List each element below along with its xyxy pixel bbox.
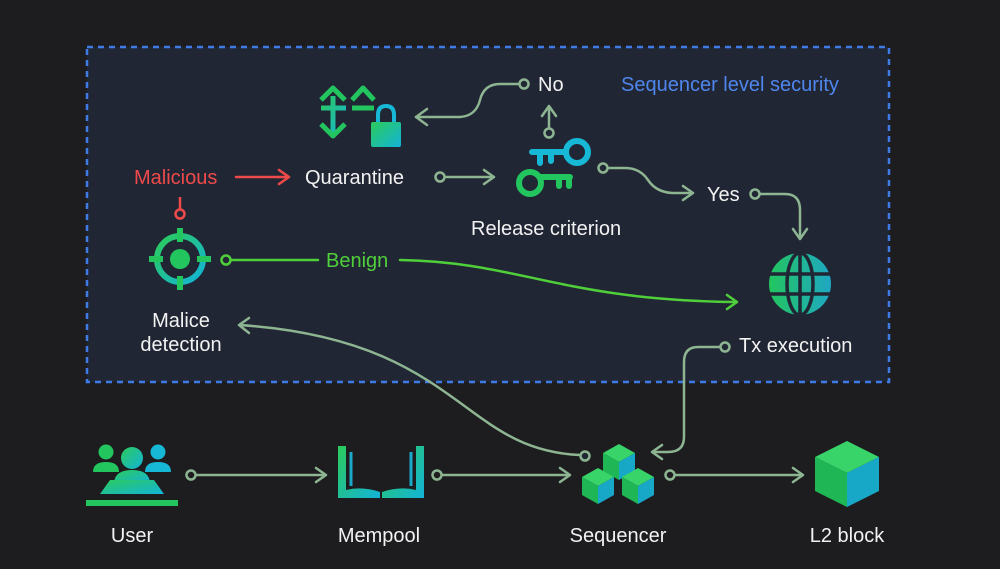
- label-user: User: [110, 525, 154, 547]
- label-no: No: [538, 74, 564, 96]
- arrow-no-to-quarantine: [414, 78, 530, 127]
- stacked-cubes-icon: [582, 444, 654, 504]
- arrow-release-to-no: [540, 104, 558, 139]
- arrow-tx-to-sequencer: [650, 341, 731, 461]
- crosshair-target-icon: [149, 228, 211, 290]
- arrow-yes-to-tx: [749, 188, 809, 241]
- arrow-mempool-to-sequencer: [431, 466, 572, 484]
- label-tx-execution: Tx execution: [739, 335, 853, 357]
- open-book-icon: [338, 446, 424, 498]
- label-l2-block: L2 block: [809, 525, 885, 547]
- connector-detection-to-malicious: [174, 197, 186, 220]
- label-malice-detection-line1: Malice: [152, 310, 210, 332]
- arrow-sequencer-to-detection: [237, 316, 591, 462]
- label-quarantine: Quarantine: [305, 167, 404, 189]
- arrows-lock-icon: [319, 85, 401, 147]
- keys-icon: [516, 138, 591, 197]
- arrow-user-to-mempool: [185, 466, 328, 484]
- arrow-sequencer-to-l2: [664, 466, 805, 484]
- security-box: [85, 45, 891, 384]
- label-malice-detection-line2: detection: [140, 334, 222, 356]
- globe-icon: [769, 251, 831, 317]
- label-malicious: Malicious: [134, 167, 218, 189]
- label-yes: Yes: [707, 184, 740, 206]
- label-sequencer: Sequencer: [569, 525, 667, 547]
- arrow-detection-to-tx-benign: [220, 254, 739, 311]
- label-mempool: Mempool: [337, 525, 421, 547]
- arrow-malicious-to-quarantine: [234, 168, 291, 186]
- label-malice-detection: Malice detection: [140, 309, 221, 357]
- label-benign: Benign: [326, 250, 389, 272]
- arrow-release-to-yes: [597, 162, 695, 202]
- arrow-quarantine-to-release: [434, 168, 496, 186]
- security-box-title: Sequencer level security: [621, 74, 839, 96]
- cube-icon: [815, 441, 879, 507]
- user-group-icon: [86, 444, 178, 506]
- label-release-criterion: Release criterion: [471, 218, 622, 240]
